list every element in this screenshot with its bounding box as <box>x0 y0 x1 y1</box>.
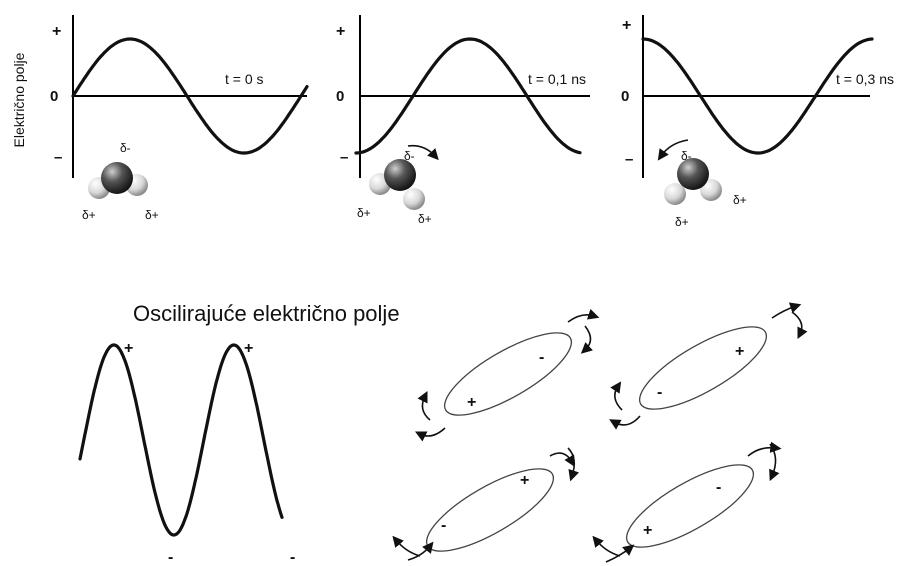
panel-3-field-wave <box>641 37 874 155</box>
hydrogen-atom <box>664 183 686 205</box>
panel-2-plus-mark: + <box>336 23 345 40</box>
panel-1-field-wave <box>71 37 309 155</box>
panel-1-plus-mark: + <box>52 23 61 40</box>
oxygen-atom <box>677 158 709 190</box>
panel-1-minus-mark: – <box>54 149 62 166</box>
panel-t0-1ns: + 0 – t = 0,1 ns δ- δ+ δ+ <box>336 15 590 226</box>
dipole-1-plus: + <box>467 394 476 411</box>
wave-minus-mark-1: - <box>168 549 173 566</box>
bottom-title: Oscilirajuće električno polje <box>133 301 400 326</box>
hydrogen-atom <box>700 179 722 201</box>
panel-2-time-label: t = 0,1 ns <box>528 71 586 87</box>
panel-t0: + 0 – t = 0 s δ- δ+ δ+ <box>50 15 309 222</box>
panel-1-zero-mark: 0 <box>50 88 58 105</box>
water-molecule-1 <box>88 162 148 199</box>
dipole-1-minus: - <box>539 349 544 366</box>
rotation-arrow-3 <box>657 139 689 161</box>
water-molecule-2 <box>369 159 425 210</box>
delta-plus-label-3a: δ+ <box>733 193 747 207</box>
panel-3-time-label: t = 0,3 ns <box>836 71 894 87</box>
dipole-3-minus: - <box>441 517 446 534</box>
delta-minus-label-2: δ- <box>404 149 415 163</box>
dipole-4-minus: - <box>716 479 721 496</box>
dipole-1: - + <box>414 308 600 442</box>
delta-plus-label-2a: δ+ <box>357 206 371 220</box>
panel-2-field-wave <box>354 37 582 155</box>
dipole-3-plus: + <box>520 472 529 489</box>
wave-plus-mark-2: + <box>244 340 253 357</box>
delta-plus-label-3b: δ+ <box>675 215 689 229</box>
panel-2-minus-mark: – <box>340 149 348 166</box>
oxygen-atom <box>384 159 416 191</box>
oscillating-wave <box>78 343 284 537</box>
dipole-4: - + <box>592 441 782 563</box>
dipole-3: + - <box>392 447 580 561</box>
panel-3-plus-mark: + <box>622 17 631 34</box>
panel-2-zero-mark: 0 <box>336 88 344 105</box>
delta-minus-label-3: δ- <box>681 149 692 163</box>
water-molecule-3 <box>664 158 722 205</box>
hydrogen-atom <box>403 188 425 210</box>
panel-3-zero-mark: 0 <box>621 88 629 105</box>
dipole-2: + - <box>609 302 808 430</box>
delta-plus-label-2b: δ+ <box>418 212 432 226</box>
dipole-4-plus: + <box>643 522 652 539</box>
dipole-2-minus: - <box>657 384 662 401</box>
panel-1-time-label: t = 0 s <box>225 71 264 87</box>
y-axis-label: Električno polje <box>11 52 27 147</box>
wave-plus-mark-1: + <box>124 340 133 357</box>
rotation-arrow-2 <box>407 144 439 161</box>
delta-minus-label-1: δ- <box>120 141 131 155</box>
panel-3-minus-mark: – <box>625 151 633 168</box>
delta-plus-label-1b: δ+ <box>145 208 159 222</box>
wave-minus-mark-2: - <box>290 549 295 566</box>
delta-plus-label-1a: δ+ <box>82 208 96 222</box>
panel-t0-3ns: + 0 – t = 0,3 ns δ- δ+ δ+ <box>621 15 894 229</box>
dipole-2-plus: + <box>735 343 744 360</box>
oxygen-atom <box>101 162 133 194</box>
